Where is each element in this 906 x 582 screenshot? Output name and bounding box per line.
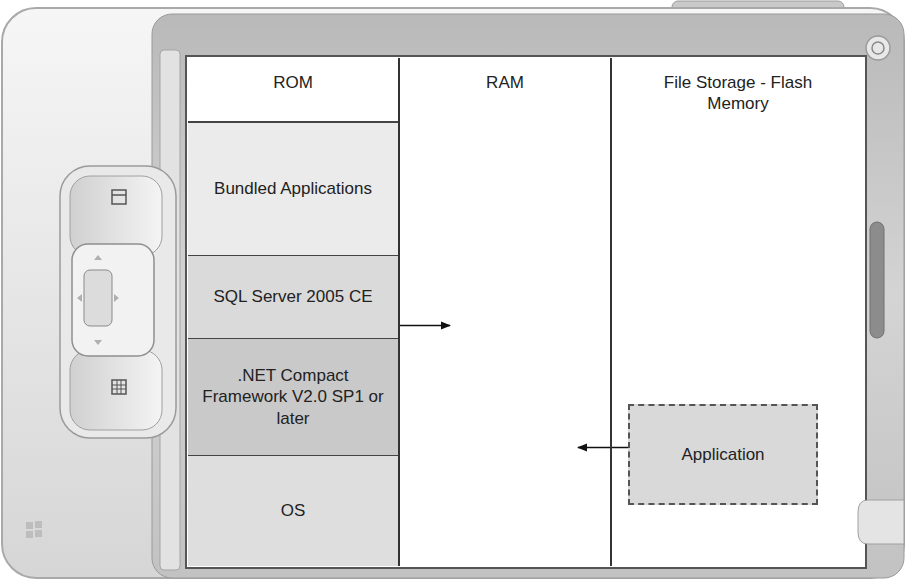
block-body: SQL Server 2005 CE — [188, 256, 398, 338]
column-header: RAM — [400, 58, 610, 118]
calendar-icon — [112, 190, 126, 204]
application-box: Application — [628, 404, 818, 505]
round-button — [872, 42, 884, 54]
d-pad — [72, 244, 154, 356]
keypad-icon — [112, 380, 126, 394]
d-pad-arrows — [77, 255, 119, 345]
block-label: SQL Server 2005 CE — [213, 286, 372, 307]
device-body — [2, 8, 904, 578]
button-cluster — [60, 166, 176, 438]
block-label: .NET Compact Framework V2.0 SP1 or later — [200, 365, 386, 429]
load-arrow — [398, 325, 450, 327]
memory-column: File Storage - Flash MemoryApplication — [612, 58, 864, 566]
block-body: Bundled Applications — [188, 123, 398, 255]
column-header: ROM — [188, 58, 398, 122]
block-body: .NET Compact Framework V2.0 SP1 or later — [188, 339, 398, 455]
logo-mark — [26, 522, 33, 529]
block-label: OS — [281, 500, 306, 521]
logo-mark — [35, 521, 42, 528]
screen-bezel — [152, 14, 904, 578]
column-header: File Storage - Flash Memory — [612, 58, 864, 128]
rom-block: Bundled Applications — [188, 122, 398, 255]
column-title: ROM — [273, 72, 313, 93]
calendar-icon — [112, 194, 126, 196]
logo-mark — [26, 531, 33, 538]
block-body: Application — [630, 406, 816, 503]
logo-mark — [35, 530, 42, 537]
stylus-slot — [858, 500, 904, 544]
column-title: RAM — [486, 72, 524, 93]
scroll-slider — [870, 222, 884, 338]
memory-column: ROM Bundled ApplicationsSQL Server 2005 C… — [188, 58, 400, 566]
screen — [186, 56, 866, 568]
rom-block: SQL Server 2005 CE — [188, 255, 398, 338]
round-button — [866, 36, 890, 60]
rom-block: .NET Compact Framework V2.0 SP1 or later — [188, 338, 398, 455]
load-arrow — [578, 447, 628, 449]
block-body: OS — [188, 456, 398, 566]
memory-column: RAM — [400, 58, 612, 566]
select-key — [84, 270, 112, 326]
keypad-icon — [112, 380, 126, 394]
column-title: File Storage - Flash Memory — [663, 72, 813, 115]
rom-block: OS — [188, 455, 398, 566]
soft-key — [70, 350, 162, 430]
block-label: Application — [681, 444, 764, 465]
block-label: Bundled Applications — [214, 178, 372, 199]
logo-mark — [26, 521, 42, 538]
